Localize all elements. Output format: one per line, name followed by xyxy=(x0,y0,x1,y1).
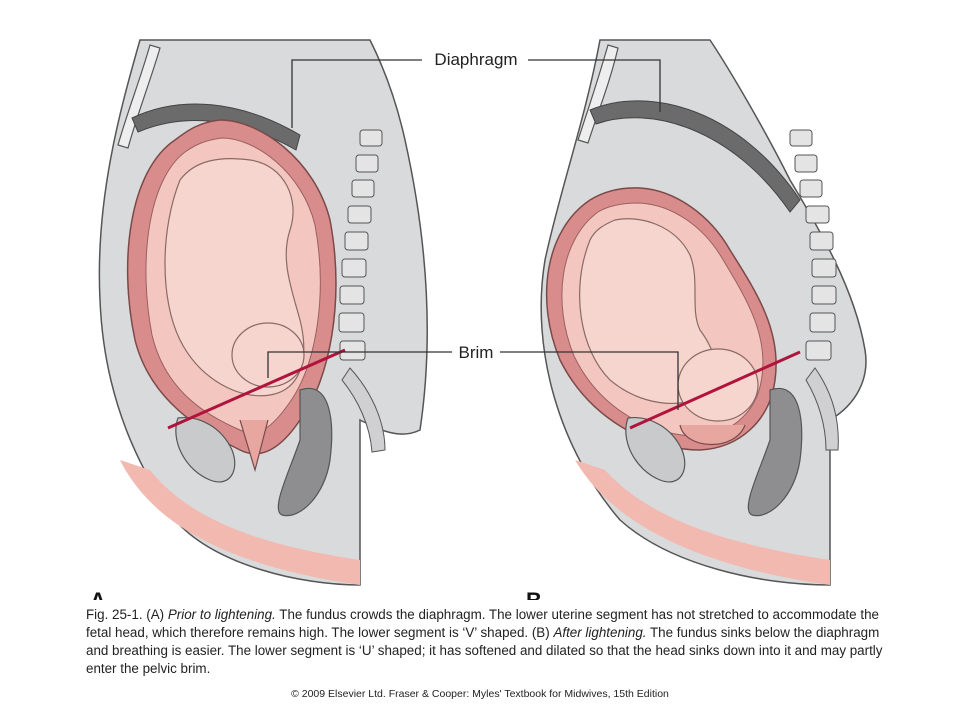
panel-b-pubic-bone xyxy=(625,416,686,483)
panel-b-spine xyxy=(789,129,837,361)
panel-a-illustration xyxy=(98,39,428,586)
panel-a-lower-segment xyxy=(239,419,269,473)
diaphragm-leaders xyxy=(291,59,661,128)
panel-a-sacrum xyxy=(341,367,386,453)
diaphragm-label: Diaphragm xyxy=(434,50,517,69)
caption-prior-heading: Prior to lightening. xyxy=(167,607,276,622)
panel-a-lower-skin xyxy=(120,460,360,585)
lightening-illustration: Diaphragm Brim A B xyxy=(90,39,867,600)
caption-after-heading: After lightening. xyxy=(553,625,647,640)
panel-b-brim-line xyxy=(629,350,801,430)
panel-b-lower-segment xyxy=(679,424,746,446)
brim-label: Brim xyxy=(459,343,494,362)
caption-prior-text: The fundus crowds the diaphragm. The low… xyxy=(86,607,879,640)
panel-b-pelvic-organ xyxy=(747,387,803,517)
panel-a-letter: A xyxy=(90,588,106,600)
panel-a-spine xyxy=(338,129,383,361)
panel-b-rib-tube xyxy=(577,44,619,144)
brim-leaders xyxy=(267,351,679,410)
figure-caption: Fig. 25-1. (A) Prior to lightening. The … xyxy=(86,606,886,678)
panel-b-fetus xyxy=(579,218,717,405)
panel-b-sacrum xyxy=(805,367,839,451)
caption-fig-number: Fig. 25-1. (A) xyxy=(86,607,168,622)
panel-a-brim-line xyxy=(167,348,346,430)
panel-a-pelvic-organ xyxy=(277,387,333,517)
panel-b-letter: B xyxy=(526,588,542,600)
panel-b-illustration xyxy=(540,39,867,586)
panel-b-diaphragm xyxy=(589,100,801,213)
caption-after-text: The fundus sinks below the diaphragm and… xyxy=(86,625,883,676)
panel-a-rib-tube xyxy=(117,44,161,149)
copyright-notice: © 2009 Elsevier Ltd. Fraser & Cooper: My… xyxy=(291,688,669,700)
panel-a-pubic-bone xyxy=(175,416,236,483)
panel-b-fetal-head xyxy=(677,348,759,422)
panel-b-lower-skin xyxy=(575,460,830,585)
panel-a-diaphragm xyxy=(131,103,301,151)
